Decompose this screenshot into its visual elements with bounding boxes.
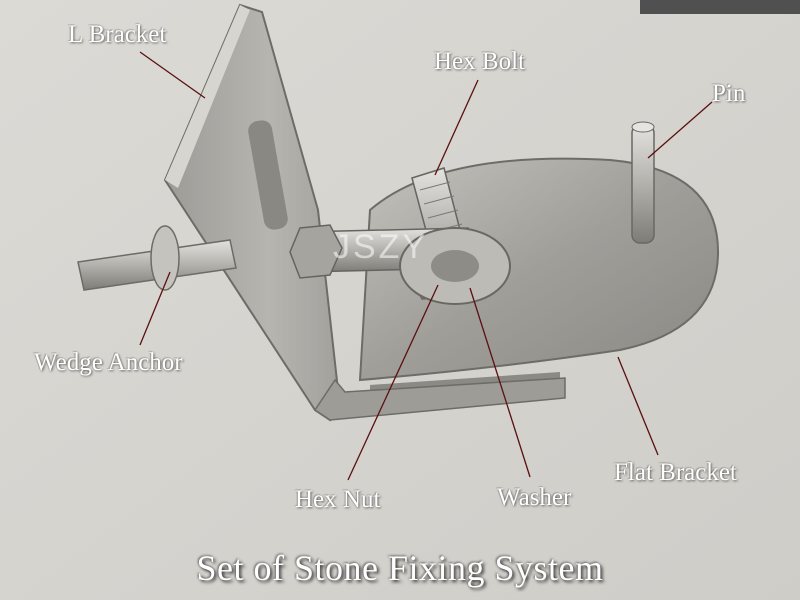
label-washer: Washer [497, 484, 572, 511]
wedge-anchor [77, 225, 237, 291]
l-bracket [163, 3, 566, 422]
caption: Set of Stone Fixing System [196, 548, 604, 588]
watermark: JSZY [333, 228, 429, 266]
washer-graphic [399, 227, 511, 305]
pin-graphic [631, 121, 655, 244]
background-edge [640, 0, 800, 14]
label-hex-nut: Hex Nut [295, 486, 381, 513]
label-pin: Pin [712, 80, 746, 107]
leader-lines [139, 51, 713, 481]
label-l-bracket: L Bracket [68, 21, 167, 48]
label-flat-bracket: Flat Bracket [614, 459, 737, 486]
label-hex-bolt: Hex Bolt [434, 48, 525, 75]
label-wedge-anchor: Wedge Anchor [34, 349, 183, 376]
